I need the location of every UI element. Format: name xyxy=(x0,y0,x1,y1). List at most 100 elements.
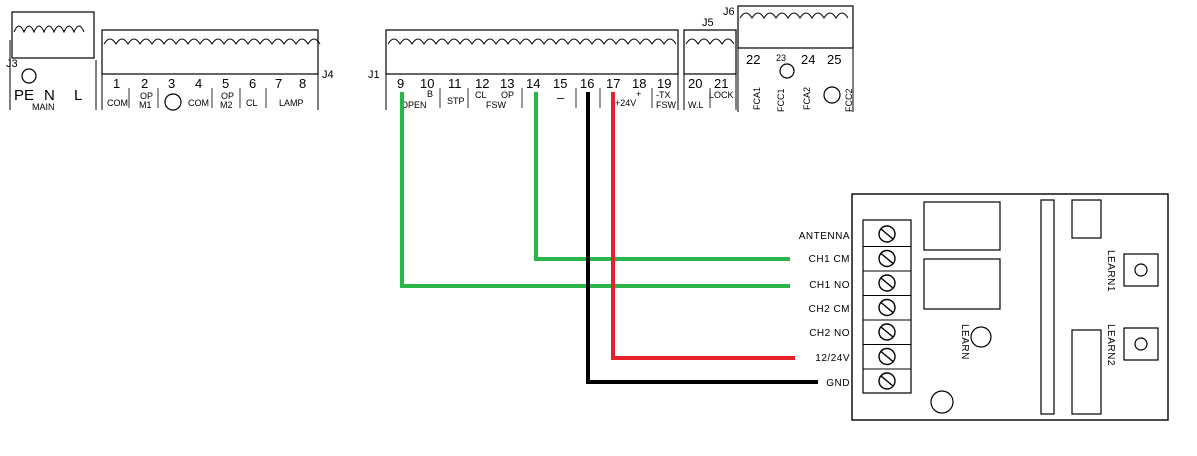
learn2-button-icon xyxy=(1134,337,1148,351)
j5-pin-21: 21 xyxy=(714,76,728,91)
j4-label-com1: COM xyxy=(107,98,128,108)
j1-label-cl: CL xyxy=(475,90,487,100)
j5-name: J5 xyxy=(702,17,714,29)
j4-label-op-m2-b: M2 xyxy=(220,100,233,110)
wire-17-12-24v xyxy=(611,92,795,360)
j1-label-open: OPEN xyxy=(401,100,427,110)
terminal-screw-slot xyxy=(880,326,894,338)
relay-2 xyxy=(923,258,1001,310)
j4-pin-8: 8 xyxy=(299,76,306,91)
terminal-screw-slot xyxy=(880,252,894,265)
learn2-label: LEARN2 xyxy=(1105,324,1116,366)
board-strip xyxy=(1040,199,1055,415)
learn1-switch xyxy=(1123,253,1159,287)
j6-screw-icon-1 xyxy=(779,63,795,79)
j6-label-fca1: FCA1 xyxy=(752,87,762,110)
learn-button xyxy=(970,326,992,348)
j4-name: J4 xyxy=(322,69,334,81)
terminal-label-ch1-no: CH1 NO xyxy=(809,280,850,291)
j4-label-com2: COM xyxy=(188,98,209,108)
wire-16-gnd xyxy=(586,92,818,384)
j1-label-fsw2: FSW xyxy=(656,100,677,110)
j6-label-fcc2: FCC2 xyxy=(844,88,854,112)
j4-label-lamp: LAMP xyxy=(279,98,304,108)
j1-label-tx: -TX xyxy=(656,90,671,100)
terminal-label-gnd: GND xyxy=(826,378,850,389)
j3-group-label: MAIN xyxy=(32,102,55,112)
connector-j6: J6 22 23 24 25 FCA1 FCC1 FCA2 FCC2 xyxy=(723,5,854,112)
terminal-screw-slot xyxy=(880,277,894,289)
j4-pin-4: 4 xyxy=(195,76,202,91)
j1-pin-16: 16 xyxy=(580,76,594,91)
j3-name: J3 xyxy=(6,58,18,70)
j3-screw-icon xyxy=(21,68,37,84)
j1-name: J1 xyxy=(368,69,380,81)
j5-label-wl: W.L xyxy=(688,100,704,110)
learn1-button-icon xyxy=(1134,263,1148,277)
j3-pin-l: L xyxy=(74,87,82,104)
j5-pin-20: 20 xyxy=(688,76,702,91)
receiver-terminal-labels: ANTENNA CH1 CM CH1 NO CH2 CM CH2 NO 12/2… xyxy=(799,231,850,389)
j1-pin-9: 9 xyxy=(397,76,404,91)
j6-name: J6 xyxy=(723,6,735,18)
connector-j4: J4 1 2 3 4 5 6 7 8 COM OP M1 COM OP M2 C… xyxy=(101,29,334,111)
j1-pin-14: 14 xyxy=(526,76,540,91)
terminal-label-antenna: ANTENNA xyxy=(799,231,850,242)
j1-pin-15: 15 xyxy=(553,76,567,91)
board-component xyxy=(1071,199,1102,239)
j1-label-op: OP xyxy=(501,90,514,100)
j6-pin-23: 23 xyxy=(776,53,786,63)
j1-pin-11: 11 xyxy=(448,76,462,91)
j3-pin-pe: PE xyxy=(14,87,34,104)
board-component-large xyxy=(1071,329,1102,415)
terminal-label-12-24v: 12/24V xyxy=(815,353,850,364)
j4-pin-6: 6 xyxy=(249,76,256,91)
wire-14-ch1-cm xyxy=(534,92,790,261)
connector-j5: J5 20 21 W.L LOCK xyxy=(683,17,737,110)
j4-label-cl: CL xyxy=(246,98,258,108)
j5-label-lock: LOCK xyxy=(709,90,734,100)
receiver-board: LEARN LEARN1 LEARN2 xyxy=(851,193,1169,421)
wire-9-ch1-no xyxy=(400,92,790,288)
j1-pin-13: 13 xyxy=(500,76,514,91)
connector-j3: J3 PE N L MAIN xyxy=(6,11,97,112)
j1-pin-10: 10 xyxy=(420,76,434,91)
j4-pin-1: 1 xyxy=(113,76,120,91)
j6-pin-25: 25 xyxy=(827,52,841,67)
j6-screw-icon-2 xyxy=(823,86,841,104)
terminal-screw-slot xyxy=(880,228,894,240)
j6-label-fcc1: FCC1 xyxy=(776,88,786,112)
j6-pin-22: 22 xyxy=(746,52,760,67)
j1-label-b: B xyxy=(427,89,433,99)
learn-label: LEARN xyxy=(959,324,970,360)
j3-pin-n: N xyxy=(44,87,55,104)
j4-label-op-m2-a: OP xyxy=(221,91,234,101)
terminal-label-ch2-no: CH2 NO xyxy=(809,328,850,339)
connector-j1: J1 9 10 11 12 13 14 15 16 17 18 19 OPEN … xyxy=(368,29,679,110)
j1-pin-12: 12 xyxy=(475,76,489,91)
learn1-label: LEARN1 xyxy=(1105,250,1116,292)
terminal-screw-slot xyxy=(880,350,894,363)
terminal-screw-slot xyxy=(880,301,894,314)
j1-pin-17: 17 xyxy=(606,76,620,91)
j1-label-minus: – xyxy=(557,90,565,105)
j4-screw-icon xyxy=(164,93,182,111)
j4-label-op-m1-b: M1 xyxy=(139,100,152,110)
j4-pin-3: 3 xyxy=(168,76,175,91)
relay-1 xyxy=(923,201,1001,251)
wires xyxy=(400,92,818,384)
j4-label-op-m1-a: OP xyxy=(140,91,153,101)
terminal-label-ch1-cm: CH1 CM xyxy=(809,254,850,265)
j6-pin-24: 24 xyxy=(801,52,815,67)
j1-pin-19: 19 xyxy=(657,76,671,91)
j4-pin-2: 2 xyxy=(141,76,148,91)
j1-pin-18: 18 xyxy=(632,76,646,91)
j4-pin-5: 5 xyxy=(222,76,229,91)
j4-pin-7: 7 xyxy=(275,76,282,91)
j1-label-24v: +24V xyxy=(615,98,636,108)
j1-label-fsw: FSW xyxy=(486,100,507,110)
terminal-screw-slot xyxy=(880,375,894,387)
board-mount-hole xyxy=(930,390,954,414)
j1-label-stp: STP xyxy=(447,96,465,106)
